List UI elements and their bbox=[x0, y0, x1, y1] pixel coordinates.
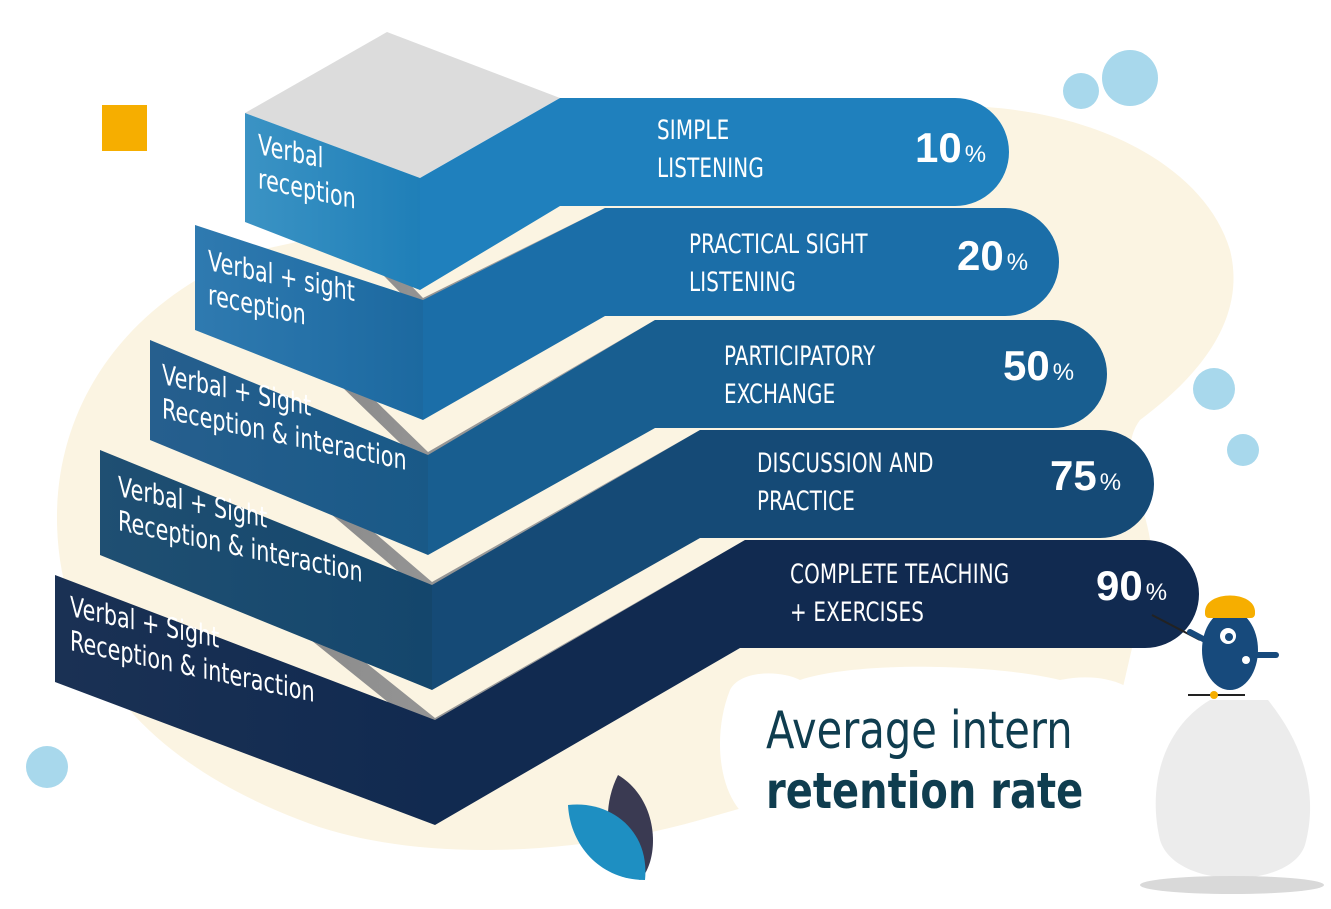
percent-number: 20 bbox=[957, 232, 1004, 279]
percent-value-3: 50% bbox=[1003, 342, 1074, 390]
caption: Average intern retention rate bbox=[766, 700, 1083, 820]
band-text-5: COMPLETE TEACHING+ EXERCISES bbox=[790, 559, 1010, 628]
step-top-face bbox=[245, 32, 560, 178]
band-3 bbox=[428, 320, 1107, 555]
percent-number: 10 bbox=[915, 124, 962, 171]
percent-value-2: 20% bbox=[957, 232, 1028, 280]
caption-line-2: retention rate bbox=[766, 762, 1084, 820]
band-4 bbox=[432, 430, 1154, 690]
step-front-3 bbox=[150, 340, 428, 555]
bubble-icon bbox=[1227, 434, 1259, 466]
step-front-2 bbox=[195, 225, 423, 420]
bubble-icon bbox=[26, 746, 68, 788]
band-5 bbox=[435, 540, 1199, 825]
caption-line-1: Average intern bbox=[766, 701, 1073, 761]
mascot-icon bbox=[1140, 595, 1324, 894]
percent-sign: % bbox=[1052, 359, 1075, 386]
bubble-icon bbox=[1063, 73, 1099, 109]
percent-sign: % bbox=[964, 141, 987, 168]
bubble-icon bbox=[1193, 368, 1235, 410]
band-2 bbox=[423, 208, 1059, 420]
band-1 bbox=[420, 98, 1009, 290]
step-front-4 bbox=[100, 450, 432, 690]
leaf-icon bbox=[568, 775, 653, 880]
percent-value-5: 90% bbox=[1096, 562, 1167, 610]
percent-number: 75 bbox=[1050, 452, 1097, 499]
percent-number: 50 bbox=[1003, 342, 1050, 389]
bubble-icon bbox=[1102, 50, 1158, 106]
step-front-1 bbox=[245, 113, 420, 290]
percent-sign: % bbox=[1006, 249, 1029, 276]
caption-cloud bbox=[720, 666, 1149, 840]
step-front-5 bbox=[55, 575, 435, 825]
percent-value-4: 75% bbox=[1050, 452, 1121, 500]
yellow-square-icon bbox=[102, 105, 147, 151]
percent-number: 90 bbox=[1096, 562, 1143, 609]
percent-sign: % bbox=[1145, 579, 1168, 606]
percent-sign: % bbox=[1099, 469, 1122, 496]
percent-value-1: 10% bbox=[915, 124, 986, 172]
